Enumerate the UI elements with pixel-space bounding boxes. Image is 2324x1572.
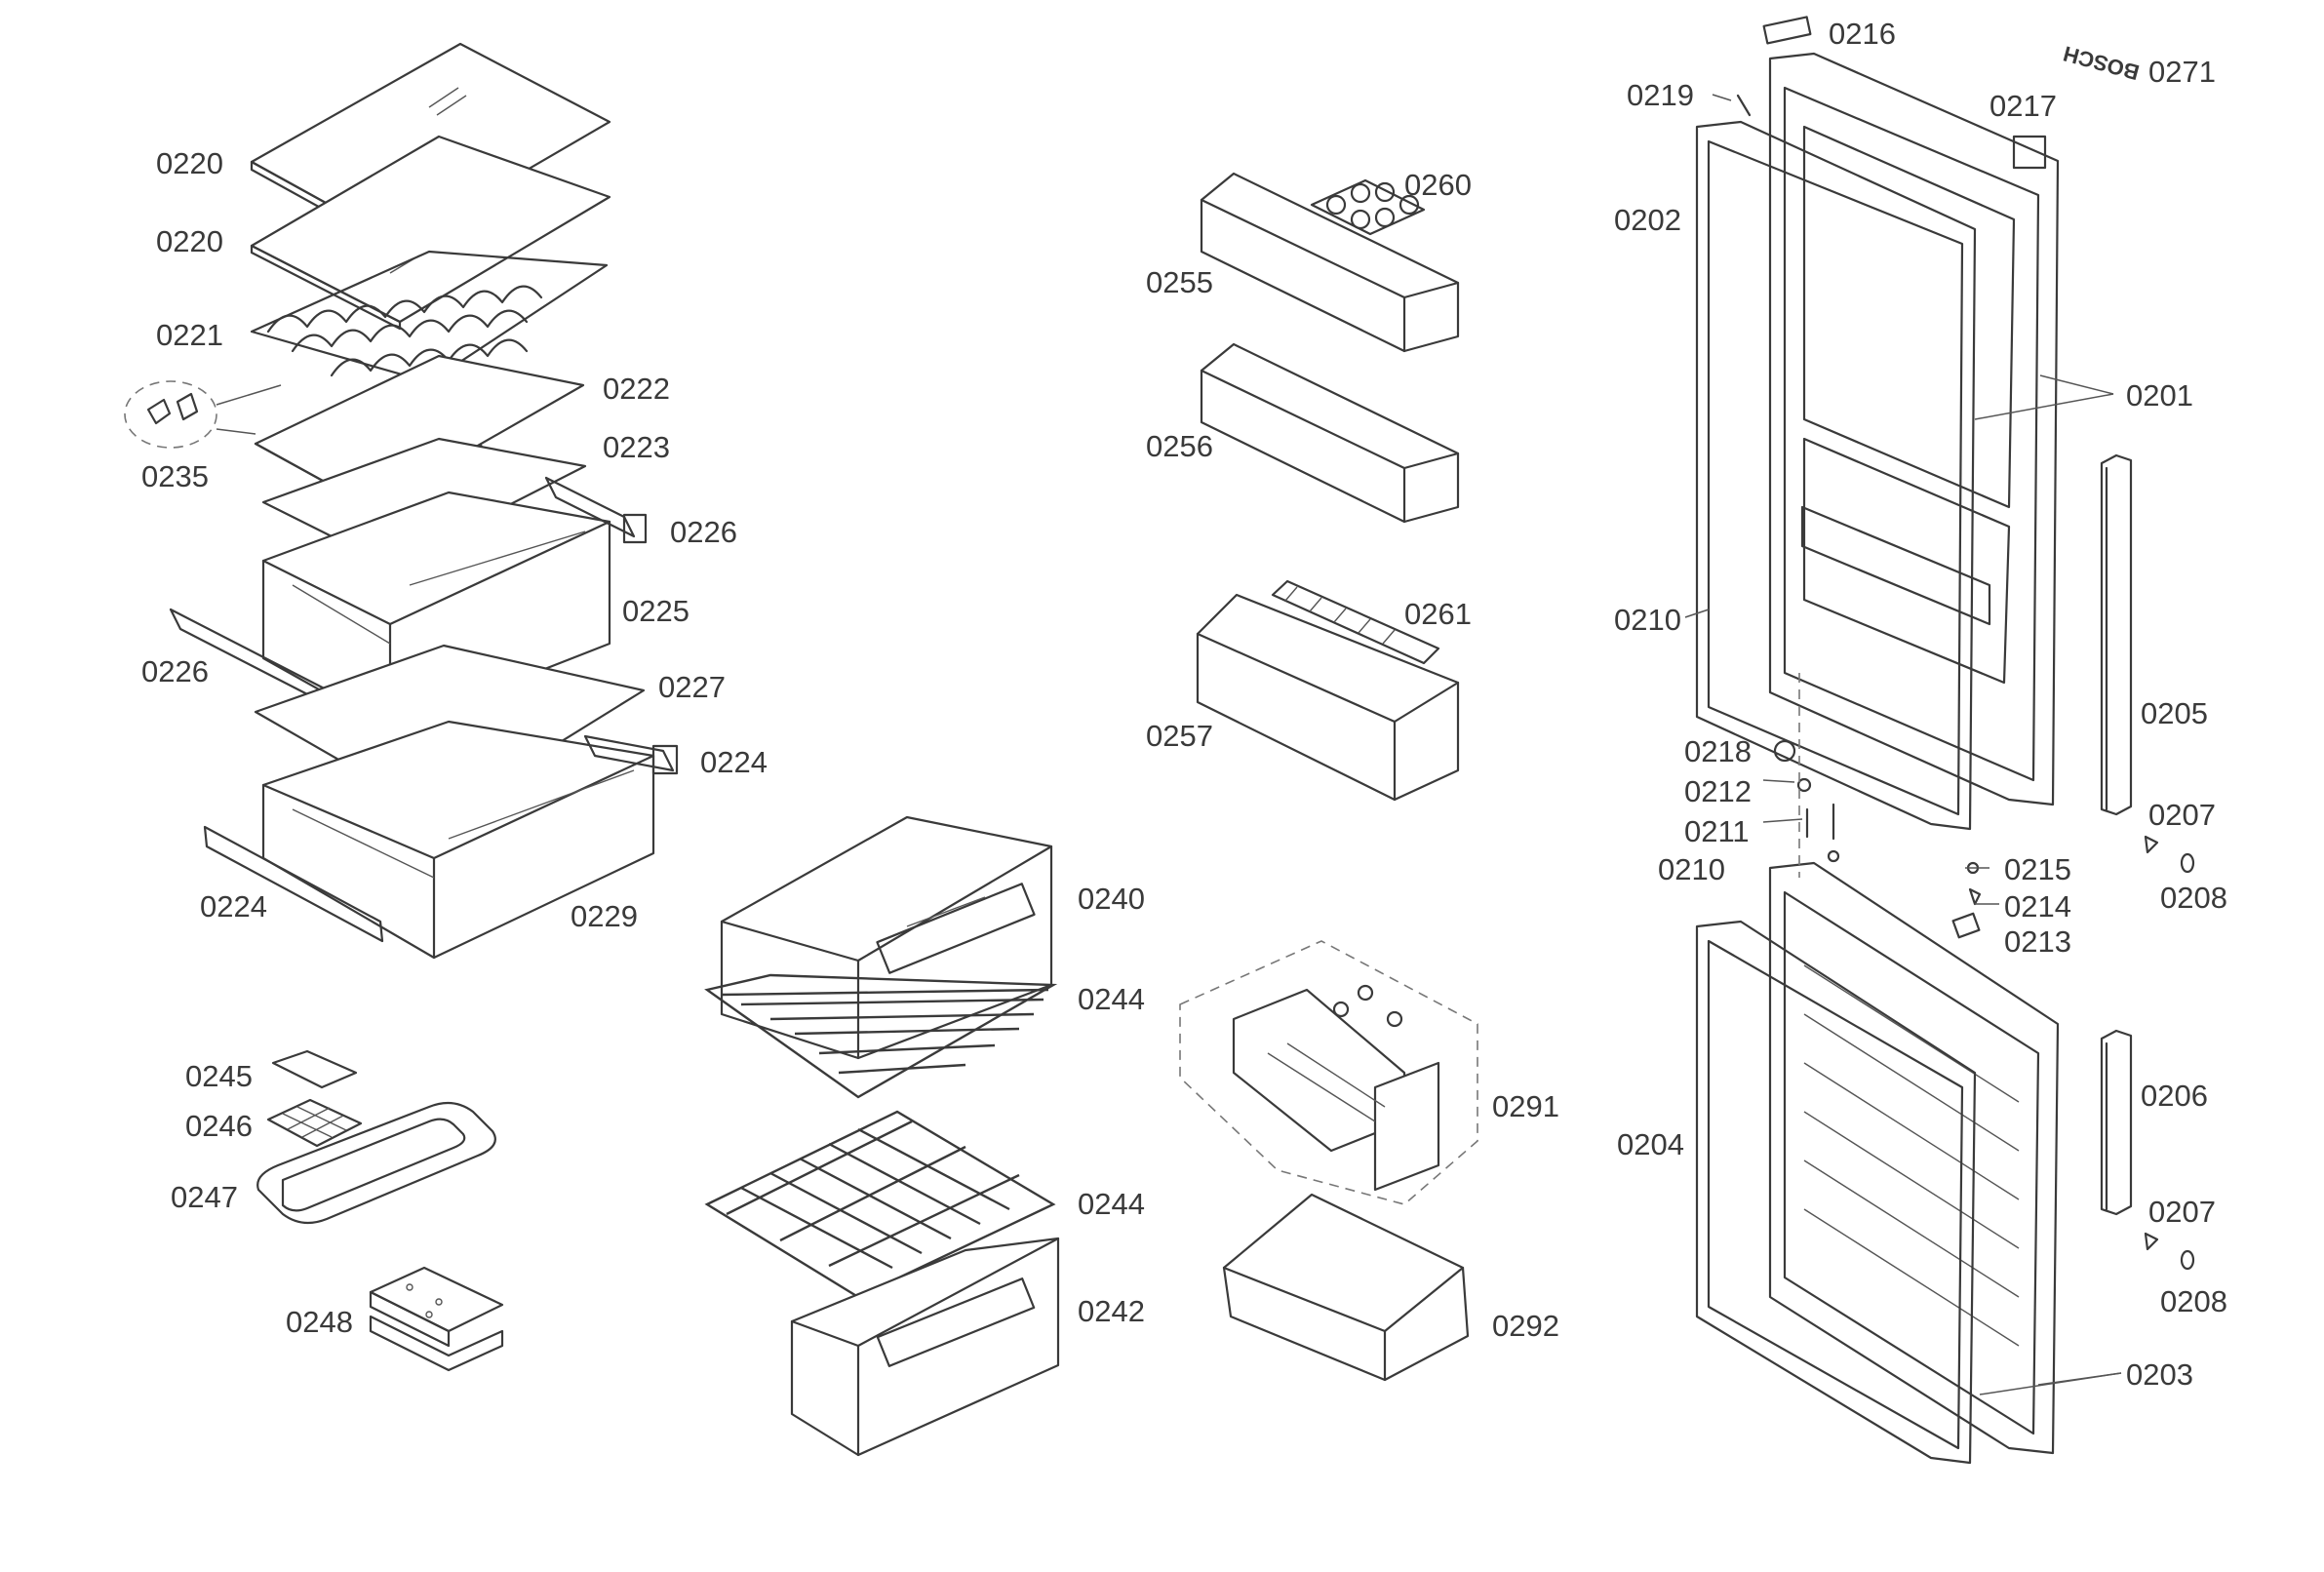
label-0205: 0205: [2141, 696, 2208, 730]
label-0224-left: 0224: [200, 889, 267, 924]
label-0226-right: 0226: [670, 515, 737, 549]
label-0256: 0256: [1146, 429, 1213, 463]
leader-lines: [1684, 94, 2122, 1395]
label-0229: 0229: [571, 899, 638, 933]
cold-accumulator-pack: [369, 1266, 504, 1372]
drawer-rail-upper-right: [544, 476, 648, 544]
glass-shelf-second: [250, 135, 611, 331]
label-0218: 0218: [1684, 734, 1752, 768]
label-0223: 0223: [603, 430, 670, 464]
ice-cube-tray: [266, 1098, 363, 1148]
label-0242: 0242: [1078, 1294, 1145, 1328]
label-0247: 0247: [171, 1180, 238, 1214]
bosch-logo: BOSCH: [2061, 41, 2142, 85]
label-0226-left: 0226: [141, 654, 209, 688]
freezer-door-gasket: [1695, 920, 1977, 1465]
label-0208-upper: 0208: [2160, 881, 2227, 915]
label-0213: 0213: [2004, 924, 2071, 959]
freezer-tray: [256, 1101, 496, 1225]
label-0208-lower: 0208: [2160, 1284, 2227, 1318]
label-0204: 0204: [1617, 1127, 1684, 1161]
label-0207-upper: 0207: [2148, 798, 2216, 832]
label-0219: 0219: [1627, 78, 1694, 112]
fridge-door-gasket: [1695, 120, 1977, 831]
label-0257: 0257: [1146, 719, 1213, 753]
door-handle-upper: [2100, 453, 2133, 816]
label-0248: 0248: [286, 1305, 353, 1339]
drawer-rail-lower-left: [203, 825, 384, 943]
label-0224-right: 0224: [700, 745, 768, 779]
freezer-drawer-upper: [720, 815, 1053, 1060]
label-0244-lower: 0244: [1078, 1187, 1145, 1221]
label-0221: 0221: [156, 318, 223, 352]
label-0235: 0235: [141, 459, 209, 493]
label-0261: 0261: [1404, 597, 1472, 631]
lower-crisper-drawer: [261, 720, 655, 960]
label-0246: 0246: [185, 1109, 253, 1143]
wire-grid-lower: [704, 1110, 1056, 1299]
label-0212: 0212: [1684, 774, 1752, 808]
label-0220-second: 0220: [156, 224, 223, 258]
shelf-clip-detail: [124, 380, 282, 449]
ice-maker-assembly: [1179, 940, 1478, 1205]
door-bin-middle: [1200, 342, 1460, 524]
label-0260: 0260: [1404, 168, 1472, 202]
freezer-drawer-lower: [790, 1237, 1060, 1457]
label-0214: 0214: [2004, 889, 2071, 924]
ice-tray-lid: [271, 1049, 358, 1089]
small-door-parts: [1736, 16, 2195, 1271]
fridge-door: [1768, 52, 2060, 806]
label-0255: 0255: [1146, 265, 1213, 299]
label-0291: 0291: [1492, 1089, 1559, 1123]
wine-rack: [250, 250, 609, 384]
label-0211: 0211: [1684, 814, 1750, 848]
door-bin-upper: [1200, 172, 1460, 353]
label-0202: 0202: [1614, 203, 1681, 237]
label-0271: 0271: [2148, 55, 2216, 89]
freezer-door: [1768, 861, 2060, 1455]
label-0217: 0217: [1989, 89, 2057, 123]
label-0201: 0201: [2126, 378, 2193, 413]
label-0206: 0206: [2141, 1079, 2208, 1113]
label-0216: 0216: [1829, 17, 1896, 51]
label-0215: 0215: [2004, 852, 2071, 886]
label-0210-upper: 0210: [1614, 603, 1681, 637]
label-0227: 0227: [658, 670, 726, 704]
door-bin-large: [1196, 593, 1460, 802]
label-0225: 0225: [622, 594, 689, 628]
egg-tray: [1310, 178, 1426, 236]
label-0203: 0203: [2126, 1357, 2193, 1392]
drawer-rail-lower-right: [583, 734, 679, 775]
label-0220-top: 0220: [156, 146, 223, 180]
label-0240: 0240: [1078, 882, 1145, 916]
ice-bin: [1222, 1193, 1470, 1382]
label-0292: 0292: [1492, 1309, 1559, 1343]
label-0207-lower: 0207: [2148, 1195, 2216, 1229]
label-0245: 0245: [185, 1059, 253, 1093]
door-handle-lower: [2100, 1029, 2133, 1216]
bottle-retainer: [1271, 579, 1440, 665]
wire-grid-upper: [704, 973, 1058, 1099]
label-0210-lower: 0210: [1658, 852, 1725, 886]
part-labels: 0220 0220 0221 0222 0223 0235 0226 0225 …: [141, 17, 2227, 1392]
label-0222: 0222: [603, 372, 670, 406]
label-0244-upper: 0244: [1078, 982, 1145, 1016]
